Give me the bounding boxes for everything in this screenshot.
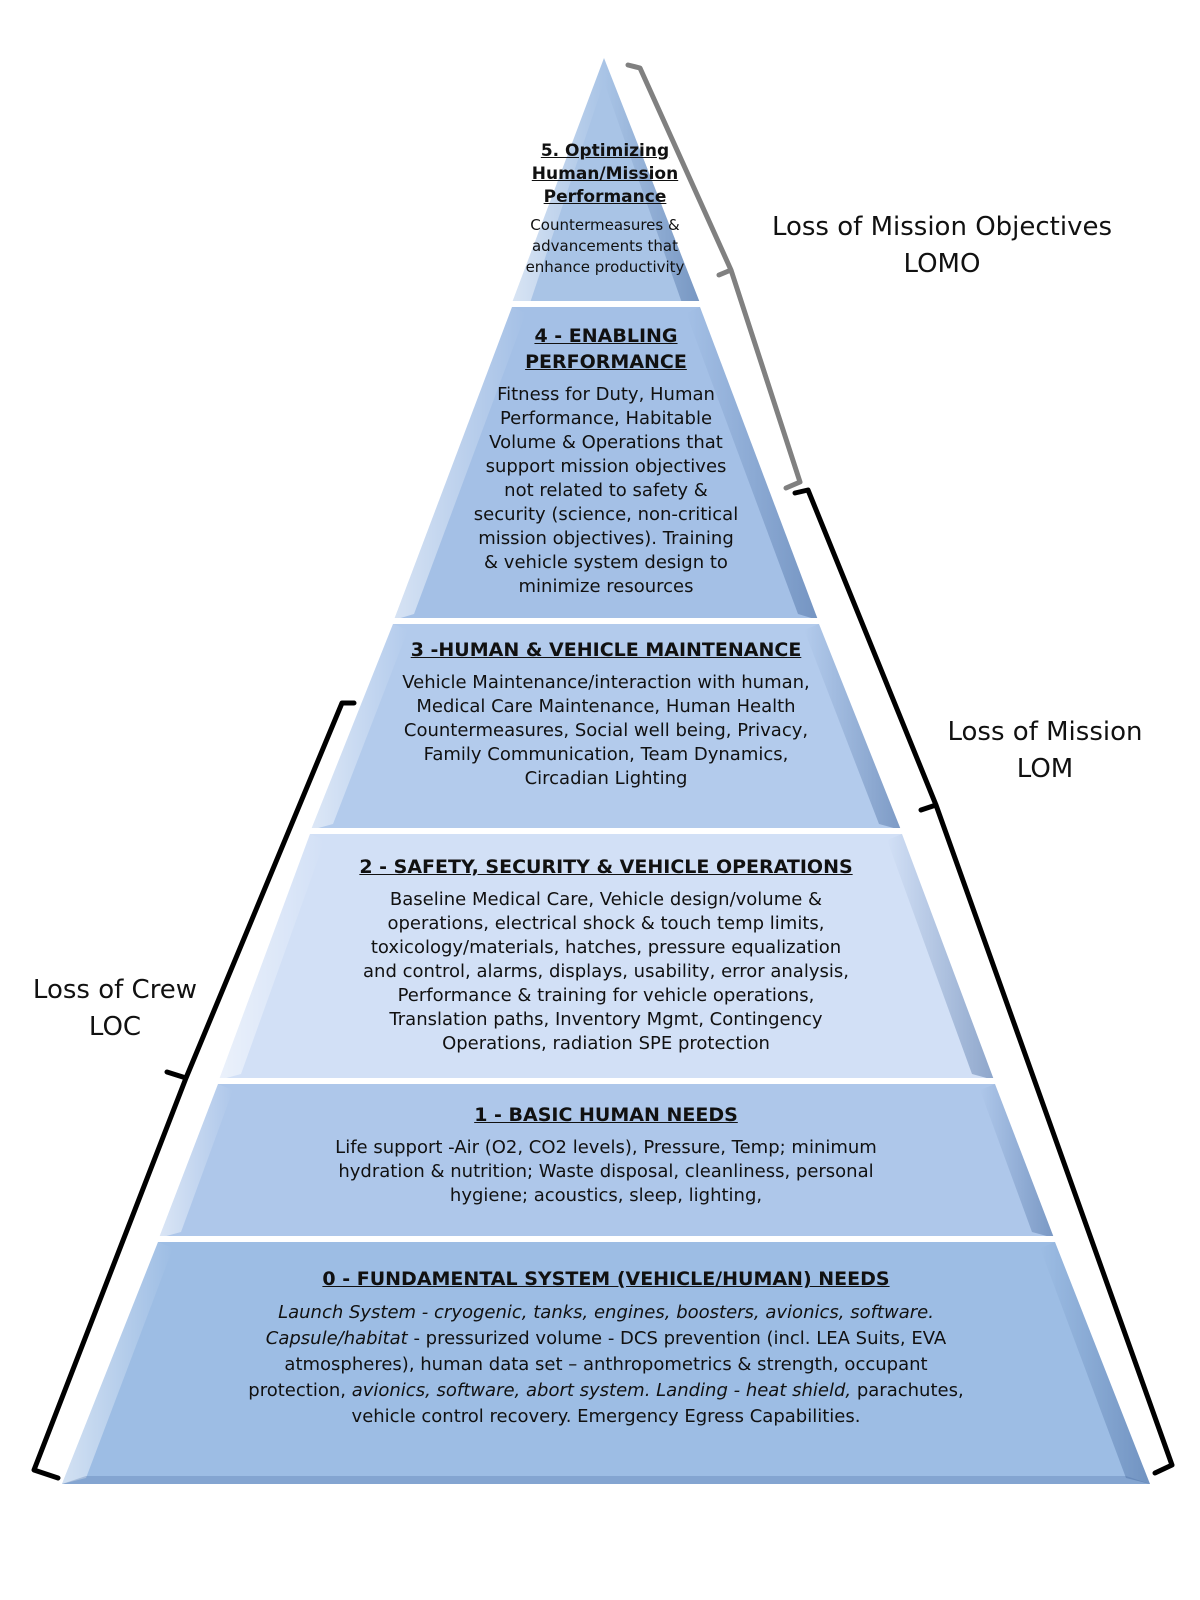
lomo-label-line2: LOMO — [903, 249, 981, 279]
tier-2-shape — [219, 834, 994, 1082]
tier-5-title: 5. Optimizing Human/Mission Performance — [531, 141, 679, 207]
lom-label-line2: LOM — [1016, 754, 1074, 784]
tier-2-title: 2 - SAFETY, SECURITY & VEHICLE OPERATION… — [359, 856, 853, 878]
tier-1-text: 1 - BASIC HUMAN NEEDS Life support -Air … — [325, 1103, 887, 1208]
lomo-label-line1: Loss of Mission Objectives — [771, 212, 1113, 242]
tier-5-body: Countermeasures & advancements that enha… — [525, 216, 685, 276]
tier-1-body: Life support -Air (O2, CO2 levels), Pres… — [335, 1137, 877, 1206]
tier-0-title: 0 - FUNDAMENTAL SYSTEM (VEHICLE/HUMAN) N… — [322, 1268, 890, 1290]
tier-5-shape — [512, 58, 700, 305]
tier-0-segment: Launch System - cryogenic, tanks, engine… — [278, 1302, 934, 1323]
tier-2-text: 2 - SAFETY, SECURITY & VEHICLE OPERATION… — [356, 855, 856, 1056]
loc-label-line2: LOC — [88, 1012, 142, 1042]
tier-2-body: Baseline Medical Care, Vehicle design/vo… — [363, 889, 849, 1054]
loc-label: Loss of Crew LOC — [20, 972, 210, 1046]
tier-0-shape — [62, 1242, 1150, 1484]
loc-label-line1: Loss of Crew — [32, 975, 198, 1005]
tier-3-body: Vehicle Maintenance/interaction with hum… — [402, 672, 810, 789]
tier-3-shape — [311, 624, 901, 832]
lomo-bracket — [625, 62, 803, 491]
tier-0-body: Launch System - cryogenic, tanks, engine… — [240, 1300, 972, 1430]
lom-label: Loss of Mission LOM — [930, 714, 1160, 788]
lom-label-line1: Loss of Mission — [947, 717, 1143, 747]
tier-3-text: 3 -HUMAN & VEHICLE MAINTENANCE Vehicle M… — [400, 638, 812, 791]
tier-1-shape — [159, 1084, 1054, 1240]
tier-0-segment: avionics, software, abort system. Landin… — [351, 1380, 852, 1401]
lom-bracket — [792, 487, 1175, 1476]
tier-4-text: 4 - ENABLING PERFORMANCE Fitness for Dut… — [471, 323, 741, 599]
tier-4-body: Fitness for Duty, Human Performance, Hab… — [473, 384, 739, 597]
tier-0-segment: - pressurized volume - DCS prevention (i… — [248, 1328, 947, 1401]
loc-bracket — [31, 700, 357, 1481]
tier-0-segment: Capsule/habitat — [265, 1328, 408, 1349]
tier-0-segment: parachutes, vehicle control recovery. Em… — [351, 1380, 964, 1427]
tier-5-text: 5. Optimizing Human/Mission Performance … — [515, 140, 695, 278]
tier-3-title: 3 -HUMAN & VEHICLE MAINTENANCE — [410, 639, 802, 661]
tier-0-text: 0 - FUNDAMENTAL SYSTEM (VEHICLE/HUMAN) N… — [240, 1267, 972, 1430]
tier-1-title: 1 - BASIC HUMAN NEEDS — [474, 1104, 738, 1126]
tier-4-title: 4 - ENABLING PERFORMANCE — [525, 325, 687, 373]
tier-4-shape — [394, 307, 818, 622]
lomo-label: Loss of Mission Objectives LOMO — [752, 209, 1132, 283]
